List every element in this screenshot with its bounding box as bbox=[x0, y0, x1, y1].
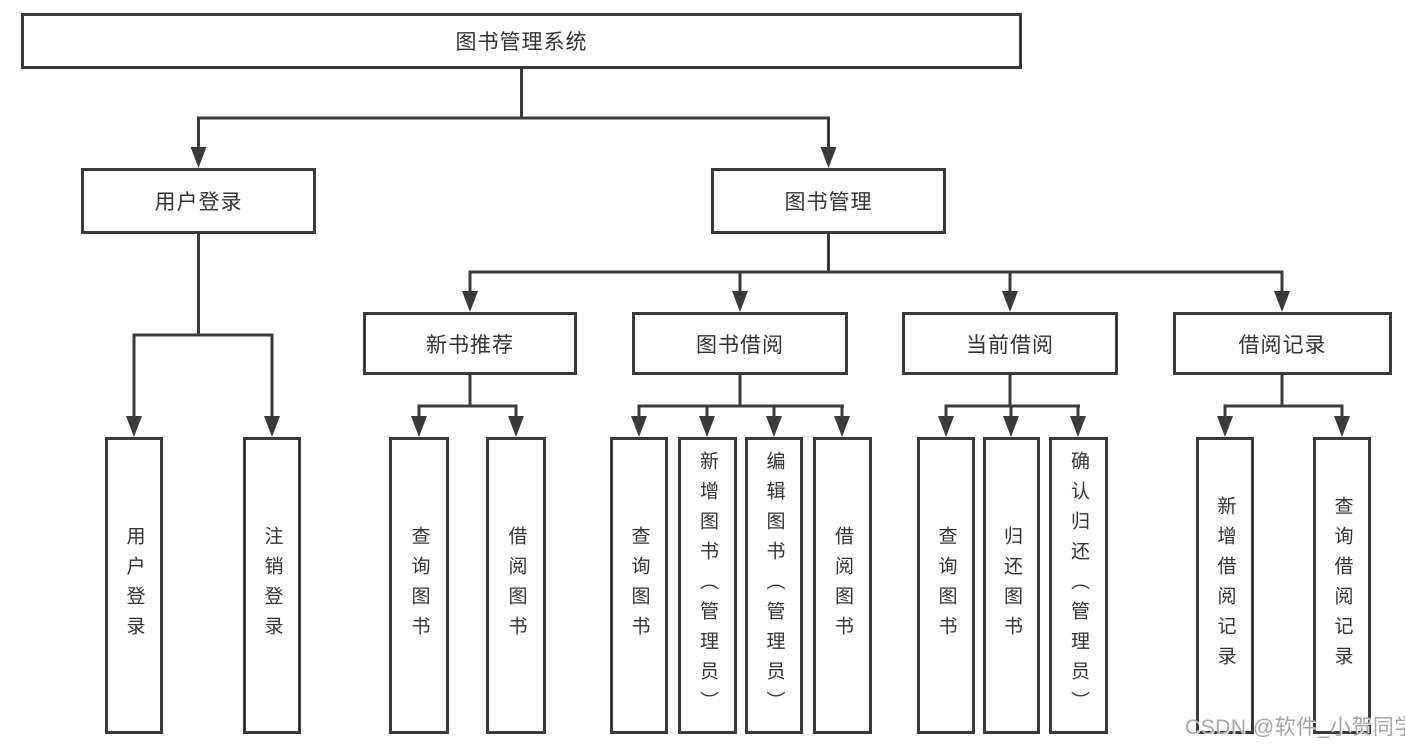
node-label: 图书管理 bbox=[784, 191, 873, 214]
node-label: 图书管理系统 bbox=[455, 31, 588, 54]
arrowhead-icon bbox=[1274, 291, 1290, 312]
node-logout: 注销登录 bbox=[243, 437, 301, 734]
node-label: 新书推荐 bbox=[426, 333, 514, 357]
node-label: 借阅图书 bbox=[505, 525, 527, 646]
node-borrow-books-2: 借阅图书 bbox=[813, 437, 872, 734]
node-user-login: 用户登录 bbox=[81, 168, 316, 234]
node-query-books-2: 查询图书 bbox=[610, 437, 668, 734]
arrowhead-icon bbox=[1217, 416, 1233, 437]
arrowhead-icon bbox=[1002, 291, 1018, 312]
node-label: 确认归还（管理员） bbox=[1068, 450, 1089, 721]
arrowhead-icon bbox=[411, 416, 427, 437]
arrowhead-icon bbox=[699, 416, 715, 437]
node-login: 用户登录 bbox=[105, 437, 163, 734]
node-label: 注销登录 bbox=[261, 525, 283, 646]
node-return-books: 归还图书 bbox=[983, 437, 1040, 734]
arrowhead-icon bbox=[508, 416, 524, 437]
arrowhead-icon bbox=[834, 416, 850, 437]
node-label: 新增借阅记录 bbox=[1214, 495, 1236, 676]
arrowhead-icon bbox=[190, 147, 207, 168]
node-query-books-1: 查询图书 bbox=[389, 437, 449, 734]
node-confirm-return-admin: 确认归还（管理员） bbox=[1049, 437, 1108, 734]
node-label: 用户登录 bbox=[154, 191, 243, 214]
node-query-borrow-record: 查询借阅记录 bbox=[1313, 437, 1371, 734]
arrowhead-icon bbox=[462, 291, 478, 312]
arrowhead-icon bbox=[126, 416, 142, 437]
node-label: 用户登录 bbox=[123, 525, 145, 646]
node-label: 归还图书 bbox=[1001, 525, 1022, 646]
node-book-management: 图书管理 bbox=[711, 168, 946, 234]
node-borrow-books-1: 借阅图书 bbox=[486, 437, 546, 734]
node-label: 当前借阅 bbox=[966, 333, 1054, 357]
node-edit-books-admin: 编辑图书（管理员） bbox=[745, 437, 803, 734]
node-label: 查询借阅记录 bbox=[1331, 495, 1353, 676]
node-label: 借阅图书 bbox=[832, 525, 853, 646]
node-new-book-recommend: 新书推荐 bbox=[363, 312, 577, 375]
watermark: CSDN @软件_小贺同学 bbox=[1185, 716, 1405, 739]
node-label: 借阅记录 bbox=[1238, 333, 1327, 357]
node-query-books-3: 查询图书 bbox=[917, 437, 975, 734]
node-label: 编辑图书（管理员） bbox=[763, 450, 785, 721]
arrowhead-icon bbox=[264, 416, 280, 437]
node-add-borrow-record: 新增借阅记录 bbox=[1196, 437, 1254, 734]
node-label: 新增图书（管理员） bbox=[697, 450, 718, 721]
node-current-borrowing: 当前借阅 bbox=[902, 312, 1118, 375]
node-root: 图书管理系统 bbox=[21, 13, 1022, 69]
node-borrowing-records: 借阅记录 bbox=[1173, 312, 1392, 375]
arrowhead-icon bbox=[732, 291, 748, 312]
arrowhead-icon bbox=[938, 416, 954, 437]
arrowhead-icon bbox=[1003, 416, 1019, 437]
arrowhead-icon bbox=[631, 416, 647, 437]
arrowhead-icon bbox=[1334, 416, 1350, 437]
node-label: 查询图书 bbox=[935, 525, 957, 646]
arrowhead-icon bbox=[1070, 416, 1086, 437]
node-label: 图书借阅 bbox=[696, 333, 784, 357]
arrowhead-icon bbox=[820, 147, 837, 168]
node-label: 查询图书 bbox=[628, 525, 650, 646]
node-book-borrowing: 图书借阅 bbox=[632, 312, 848, 375]
arrowhead-icon bbox=[766, 416, 782, 437]
node-add-books-admin: 新增图书（管理员） bbox=[678, 437, 737, 734]
node-label: 查询图书 bbox=[408, 525, 430, 646]
